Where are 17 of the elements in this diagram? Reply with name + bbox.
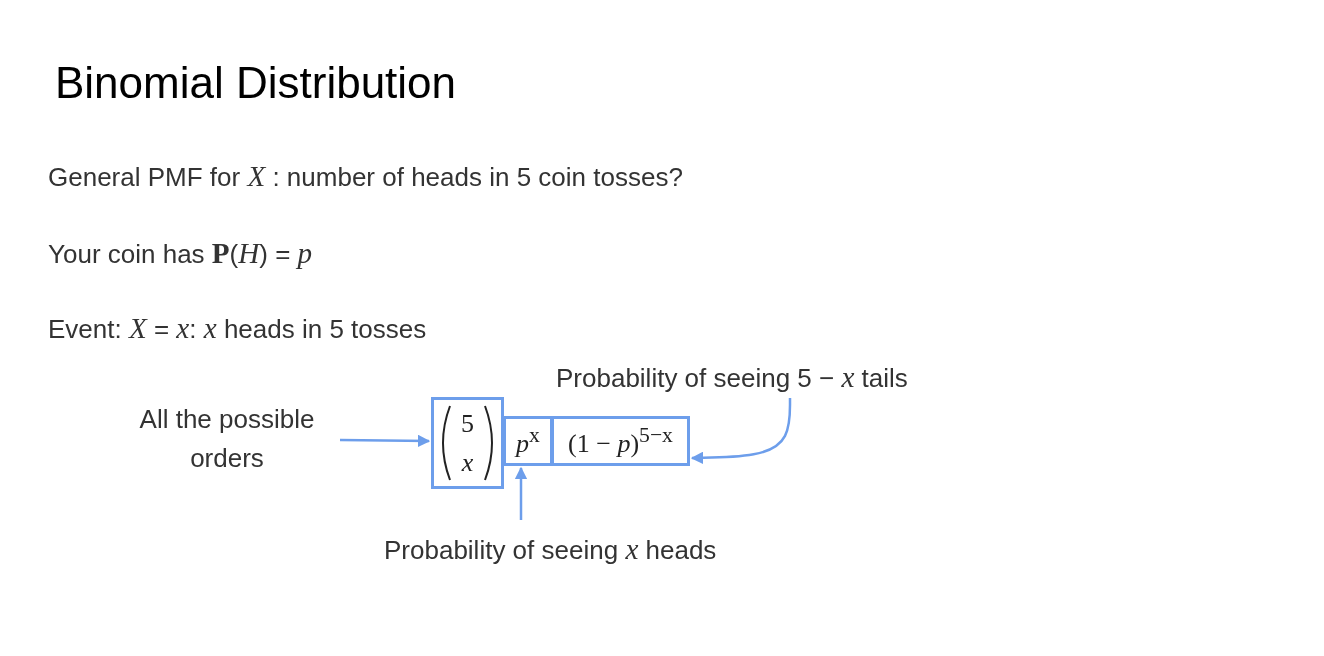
arrow (340, 434, 431, 448)
formula-box (503, 416, 553, 466)
slide-title: Binomial Distribution (55, 58, 457, 108)
binomial-term: 5 (461, 408, 474, 440)
formula-text: (1 − p)$^{5−x}$ (568, 423, 673, 459)
arrow (690, 398, 792, 465)
text-line: Your coin has P(H) = p (48, 237, 313, 270)
annotation-text: Probability of seeing x heads (384, 535, 717, 565)
annotation-text: All the possible orders (139, 404, 315, 473)
formula-text: p$^{x}$ (516, 423, 540, 459)
annotation-text: Probability of seeing 5 − x tails (556, 363, 908, 393)
binomial-term: x (461, 447, 474, 479)
text-line: Event: X = x: x heads in 5 tosses (48, 312, 427, 345)
binomial-coefficient-box (431, 397, 504, 489)
text-line: General PMF for X : number of heads in 5 coin tosses? (48, 160, 683, 193)
arrow (514, 466, 528, 520)
formula-box (551, 416, 690, 466)
